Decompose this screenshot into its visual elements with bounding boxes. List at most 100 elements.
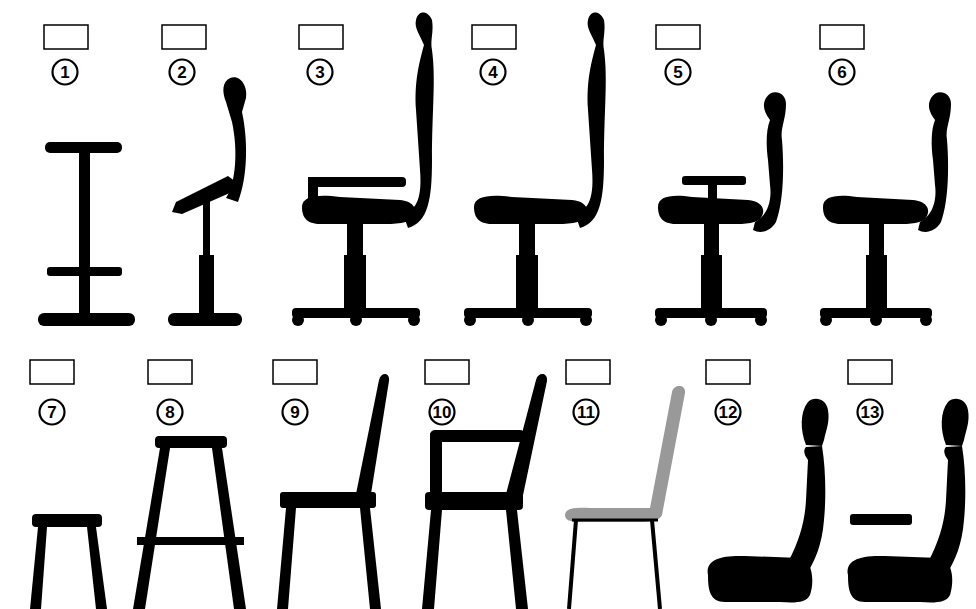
column [199,255,214,317]
shell-chair [565,386,685,609]
armrest [850,514,912,525]
armrest [430,430,525,442]
circle-outline [283,400,308,425]
backrest [223,77,246,202]
leg [652,520,660,609]
number-circle: 12 [714,398,742,426]
wheel [408,314,420,326]
wheel [655,314,667,326]
answer-box [848,360,892,384]
wheel [292,314,304,326]
circle-outline [308,60,333,85]
car-seat [708,399,829,603]
answer-box [299,25,343,49]
seat [474,196,587,224]
circle-outline [574,400,599,425]
circle-outline [481,60,506,85]
column [344,255,366,310]
number-circle: 7 [38,398,66,426]
wheel [755,314,767,326]
backrest [356,374,389,500]
backrest [403,13,434,229]
number-circle: 13 [856,398,884,426]
seat [172,176,236,214]
leg [506,510,528,609]
wheel [464,314,476,326]
circle-outline [40,400,65,425]
office-chair [292,13,434,327]
office-chair [655,92,786,326]
column [203,200,210,258]
circle-outline [716,400,741,425]
headrest [802,399,829,446]
callout-number: 11 [577,404,595,421]
number-circle: 11 [572,398,600,426]
seat [32,514,102,527]
seat [302,196,415,224]
leg [30,527,47,609]
number-circle: 6 [828,58,856,86]
circle-outline [170,60,195,85]
callout-number: 2 [177,64,186,81]
column [866,255,887,310]
leg [360,508,381,609]
low-stool [30,514,107,609]
backrest [928,446,965,572]
wheel [820,314,832,326]
column [79,150,90,318]
backrest [788,446,825,572]
answer-box [566,360,610,384]
backrest [918,92,951,232]
leg [422,510,442,609]
answer-box [820,25,864,49]
callout-number: 1 [60,64,69,81]
bar-stool [133,436,246,609]
seat-frame [572,519,658,522]
answer-box [706,360,750,384]
number-circle: 1 [51,58,79,86]
seat [823,196,928,224]
number-circle: 2 [168,58,196,86]
stool-chair [38,142,135,326]
answer-boxes [30,25,892,384]
circle-outline [858,400,883,425]
circle-outline [53,60,78,85]
wheel [705,314,717,326]
column [516,255,538,310]
answer-box [162,25,206,49]
number-circle: 9 [281,398,309,426]
number-circle: 4 [479,58,507,86]
leg [569,520,576,609]
leg [133,448,170,609]
crossbar [137,537,244,545]
answer-box [472,25,516,49]
wheel [580,314,592,326]
callout-number: 4 [488,64,497,81]
armrest [430,432,442,494]
footrest [47,267,122,276]
answer-box [148,360,192,384]
circle-outline [666,60,691,85]
wheel [920,314,932,326]
headrest [942,399,969,446]
column [701,255,722,310]
number-circle: 8 [156,398,184,426]
office-chair [820,92,951,326]
number-circle: 5 [664,58,692,86]
answer-box [656,25,700,49]
office-chair [464,13,606,327]
callout-number: 5 [673,64,682,81]
chairs [30,13,969,609]
number-circle: 3 [306,58,334,86]
callout-number: 6 [837,64,846,81]
answer-box [44,25,88,49]
leg [277,508,296,609]
callout-number: 7 [47,404,56,421]
base [38,313,135,326]
sit-stand-chair [168,77,246,326]
car-seat [848,399,969,603]
leg [212,448,246,609]
